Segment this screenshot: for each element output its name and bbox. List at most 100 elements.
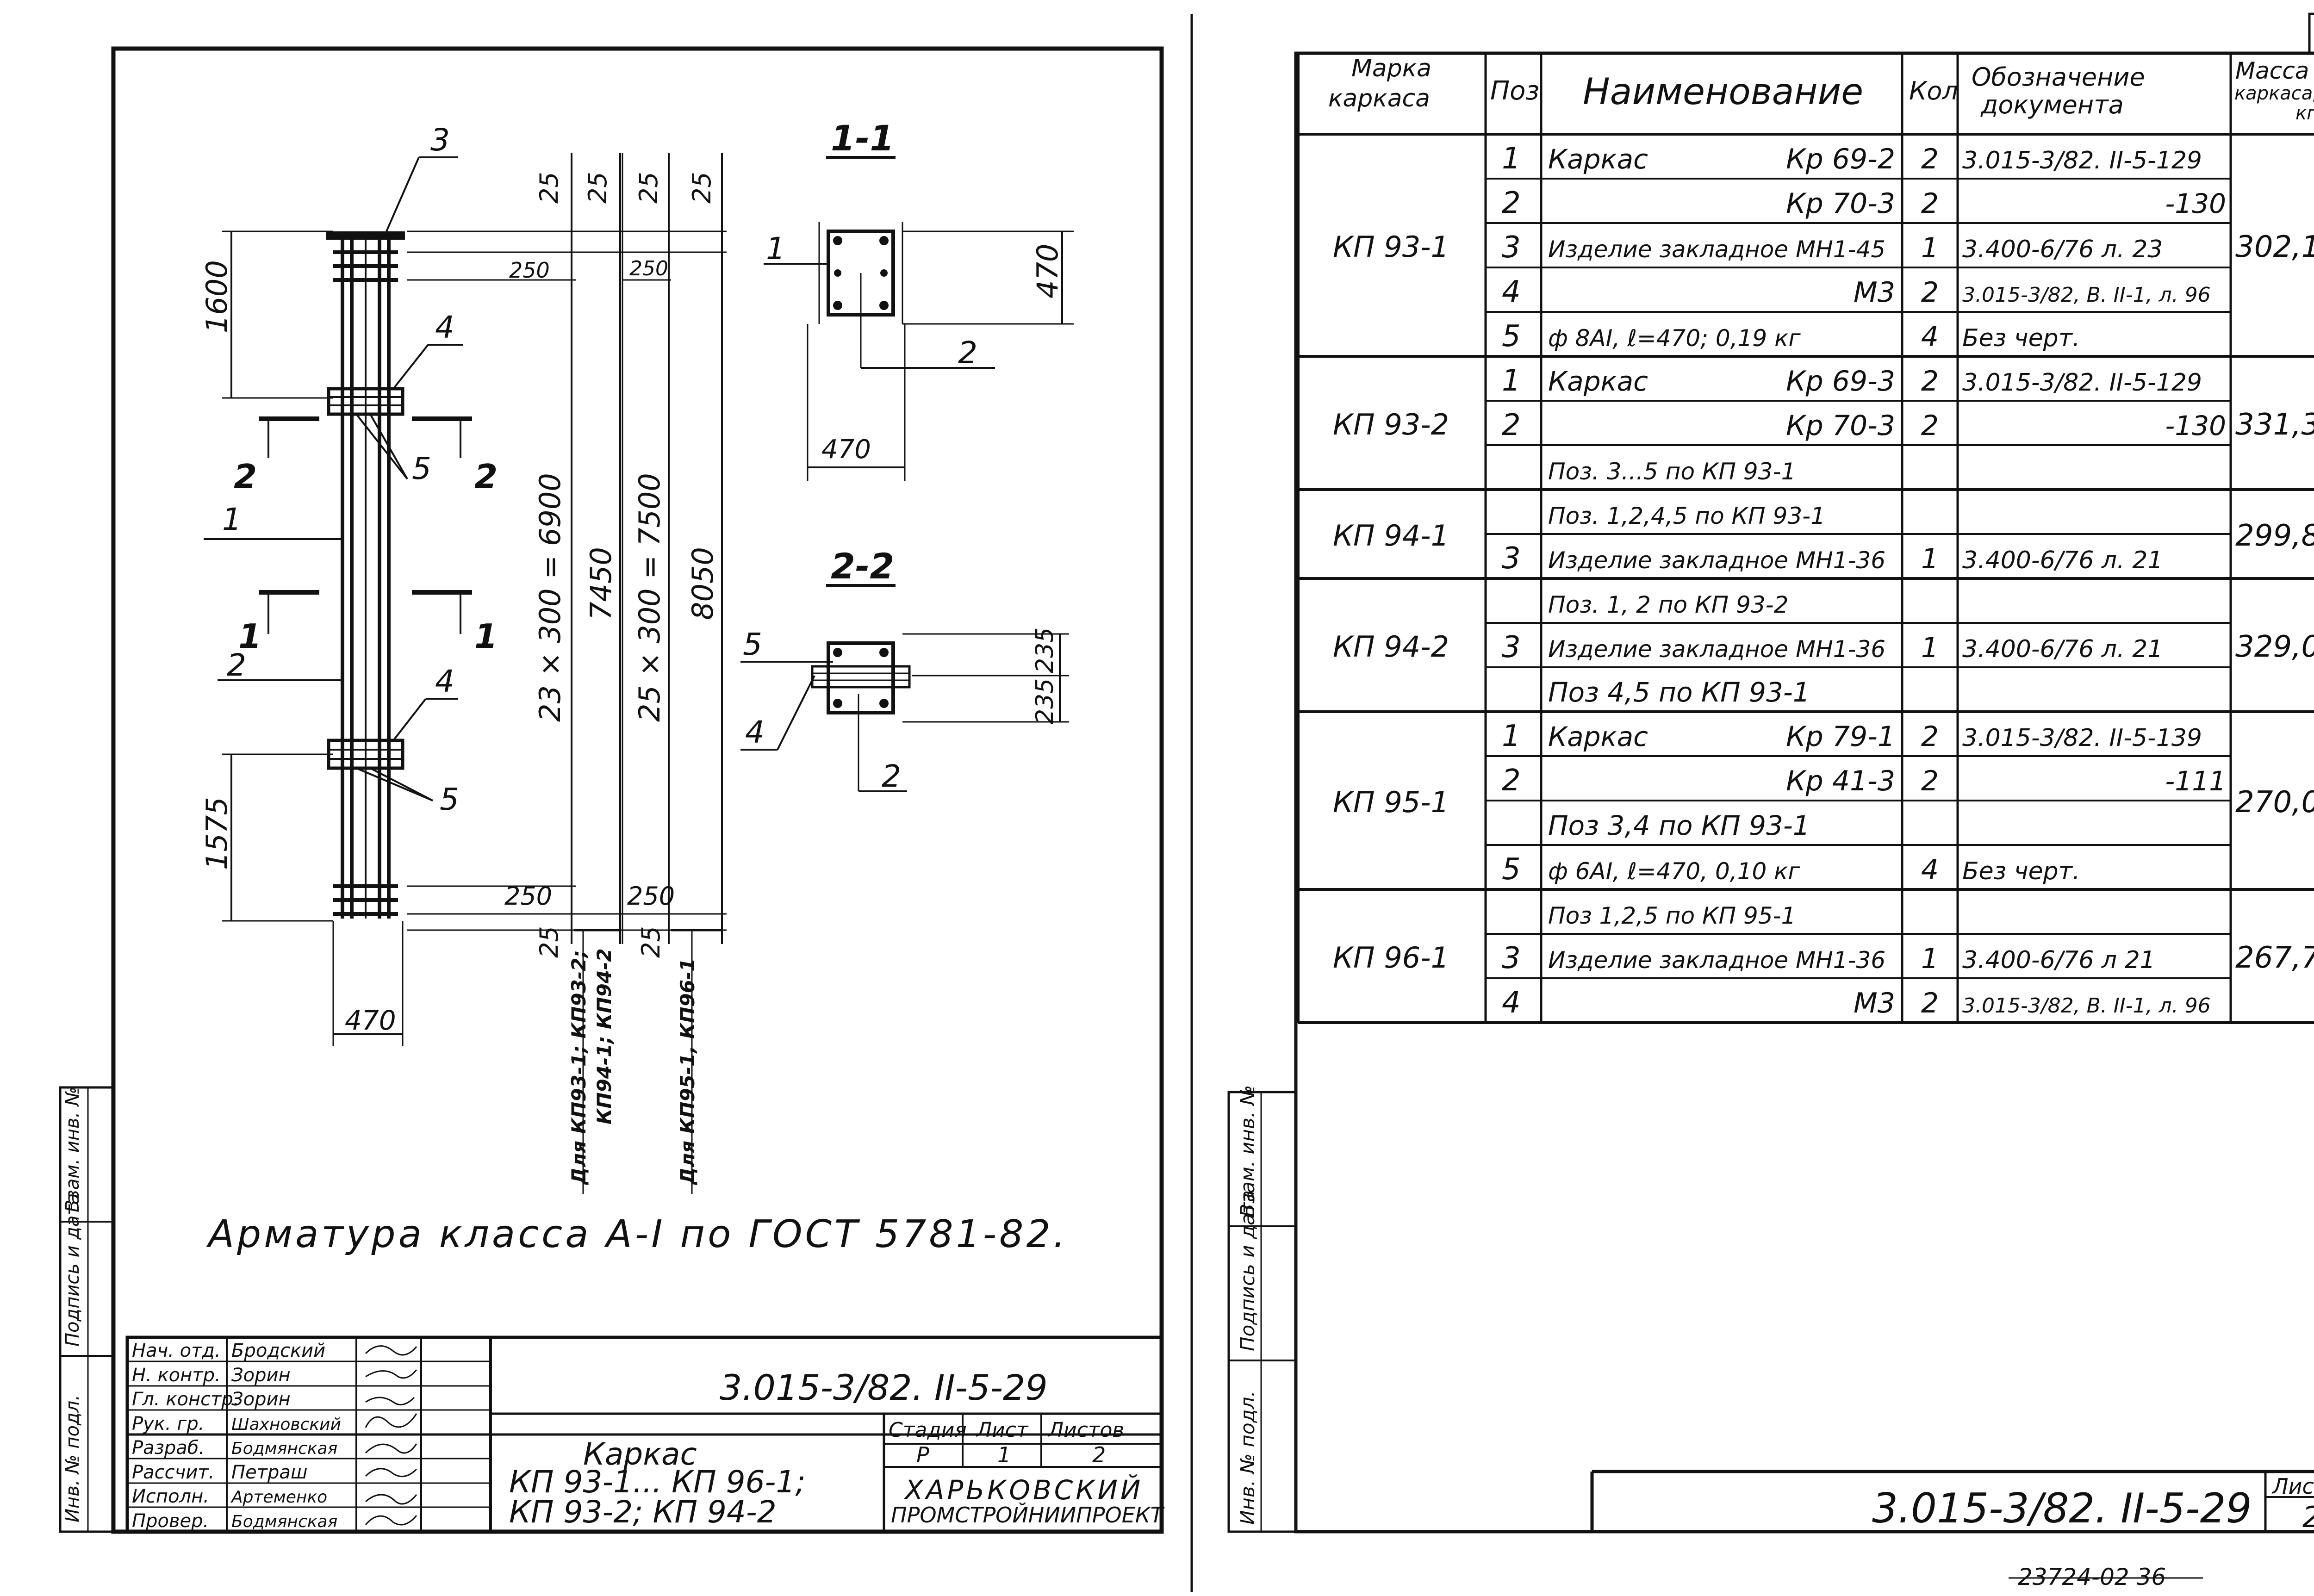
reinforcement-note: Арматура класса А-I по ГОСТ 5781-82. — [206, 1212, 1068, 1256]
sheets-value: 2 — [1092, 1442, 1106, 1467]
header-name: Наименование — [1583, 71, 1863, 113]
callout-1: 1 — [222, 502, 242, 537]
sheets-header: Листов — [1047, 1418, 1124, 1442]
right-title-block: 3.015-3/82. II-5-29 Лист 2 23724-02 36 — [1590, 1470, 2314, 1590]
for-label: Для КП93-1; КП93-2; — [567, 950, 590, 1186]
dim-235: 235 — [1031, 627, 1059, 673]
signature-name: Шахновский — [231, 1415, 341, 1434]
signature-role: Разраб. — [132, 1437, 205, 1459]
row-qty: 1 — [1921, 943, 1939, 975]
row-name: Изделие закладное МН1-36 — [1548, 547, 1885, 574]
document-code: 3.015-3/82. II-5-29 — [1872, 1484, 2252, 1532]
callout-2: 2 — [227, 647, 246, 683]
row-qty: 2 — [1921, 187, 1939, 220]
section-mark-2: 2 — [234, 457, 257, 496]
row-pos: 4 — [1502, 986, 1521, 1020]
callout-2: 2 — [958, 335, 977, 371]
frame-mark: КП 93-1 — [1333, 230, 1449, 264]
row-pos: 1 — [1502, 719, 1521, 753]
row-qty: 1 — [1921, 632, 1939, 664]
position-callouts: 3 4 5 1 2 4 5 — [204, 122, 463, 817]
frame-mark: КП 93-2 — [1333, 408, 1449, 441]
stage-value: Р — [916, 1442, 929, 1467]
row-pos: 1 — [1502, 142, 1521, 176]
row-name: Поз. 1, 2 по КП 93-2 — [1548, 591, 1789, 618]
stamp-label: Взам. инв. № — [1236, 1085, 1259, 1217]
signature-role: Нач. отд. — [132, 1340, 221, 1361]
dim-1600: 1600 — [200, 260, 234, 333]
header-doc: Обозначение — [1972, 62, 2145, 92]
signature-role: Н. контр. — [132, 1365, 221, 1386]
dim-23x300: 23 × 300 = 6900 — [533, 473, 567, 722]
dim-470: 470 — [821, 435, 871, 465]
row-pos: 3 — [1502, 630, 1521, 664]
row-name: ф 8АI, ℓ=470; 0,19 кг — [1548, 325, 1801, 352]
callout-5: 5 — [412, 451, 431, 486]
dim-25: 25 — [535, 172, 564, 204]
callout-4: 4 — [435, 310, 454, 345]
dim-7450: 7450 — [584, 547, 618, 620]
callout-1: 1 — [766, 231, 785, 267]
stamp-label: Взам. инв. № — [62, 1087, 83, 1212]
callout-3: 3 — [430, 122, 450, 158]
frame-mass: 299,8 — [2235, 519, 2314, 553]
signature-name: Бодмянская — [231, 1439, 337, 1458]
stamp-label: Инв. № подл. — [62, 1395, 83, 1522]
drawing-name: Каркас — [583, 1436, 697, 1472]
row-doc: -130 — [2165, 410, 2226, 441]
row-doc: Без черт. — [1962, 324, 2080, 352]
row-qty: 4 — [1921, 321, 1939, 353]
row-pos: 3 — [1502, 541, 1521, 576]
header-pos: Поз — [1490, 76, 1539, 106]
sheet-header: Лист — [976, 1418, 1029, 1442]
row-doc: 3.015-3/82. II-5-129 — [1962, 147, 2202, 174]
dim-25: 25 — [634, 172, 663, 204]
signature-role: Рассчит. — [132, 1462, 214, 1483]
row-ref: Кр 70-3 — [1786, 410, 1895, 442]
row-name: ф 6АI, ℓ=470, 0,10 кг — [1548, 858, 1800, 885]
callout-5: 5 — [743, 627, 762, 662]
dim-1575: 1575 — [200, 797, 234, 870]
frame-mark: КП 94-1 — [1333, 519, 1449, 553]
row-qty: 2 — [1921, 410, 1939, 442]
row-qty: 2 — [1921, 365, 1939, 397]
section-title: 2-2 — [831, 546, 894, 587]
drawing-name: КП 93-2; КП 94-2 — [509, 1494, 777, 1530]
row-ref: М3 — [1854, 276, 1895, 309]
row-pos: 3 — [1502, 941, 1521, 975]
signature-name: Зорин — [231, 1365, 291, 1386]
dim-25: 25 — [583, 172, 612, 204]
right-sheet-frame — [1294, 51, 2314, 1534]
drawing-name: КП 93-1... КП 96-1; — [509, 1464, 806, 1500]
length-dimensions: 25 25 25 25 250 250 250 250 25 25 23 × 3… — [407, 153, 727, 1194]
row-ref: Кр 70-3 — [1786, 187, 1895, 220]
row-pos: 2 — [1502, 408, 1521, 442]
section-cut-marks: 2 2 1 1 — [234, 416, 498, 656]
row-pos: 5 — [1502, 319, 1521, 354]
row-ref: Кр 79-1 — [1786, 720, 1895, 753]
signature-role: Рук. гр. — [132, 1413, 205, 1435]
row-name: Поз 4,5 по КП 93-1 — [1548, 677, 1810, 708]
dim-250: 250 — [504, 882, 552, 911]
dim-470: 470 — [345, 1005, 396, 1036]
stamp-label: Инв. № подл. — [1236, 1391, 1259, 1525]
dim-250: 250 — [627, 882, 675, 911]
row-doc: -130 — [2165, 188, 2226, 219]
row-doc: 3.400-6/76 л. 23 — [1962, 236, 2163, 263]
section-mark-1: 1 — [474, 617, 498, 656]
frame-mass: 267,7 — [2235, 941, 2314, 975]
signature-role: Исполн. — [132, 1486, 209, 1507]
callout-4: 4 — [435, 664, 454, 699]
row-doc: 3.400-6/76 л. 21 — [1962, 546, 2163, 574]
cage-elevation — [326, 231, 405, 919]
callout-4: 4 — [745, 714, 765, 750]
dim-25: 25 — [636, 926, 666, 958]
row-doc: 3.015-3/82. II-5-139 — [1962, 724, 2202, 752]
dim-25: 25 — [687, 172, 716, 204]
signature-name: Артеменко — [230, 1488, 327, 1507]
frame-mark: КП 94-2 — [1333, 630, 1449, 664]
row-name: Изделие закладное МН1-45 — [1548, 236, 1885, 263]
frame-mass: 331,3 — [2235, 408, 2314, 442]
